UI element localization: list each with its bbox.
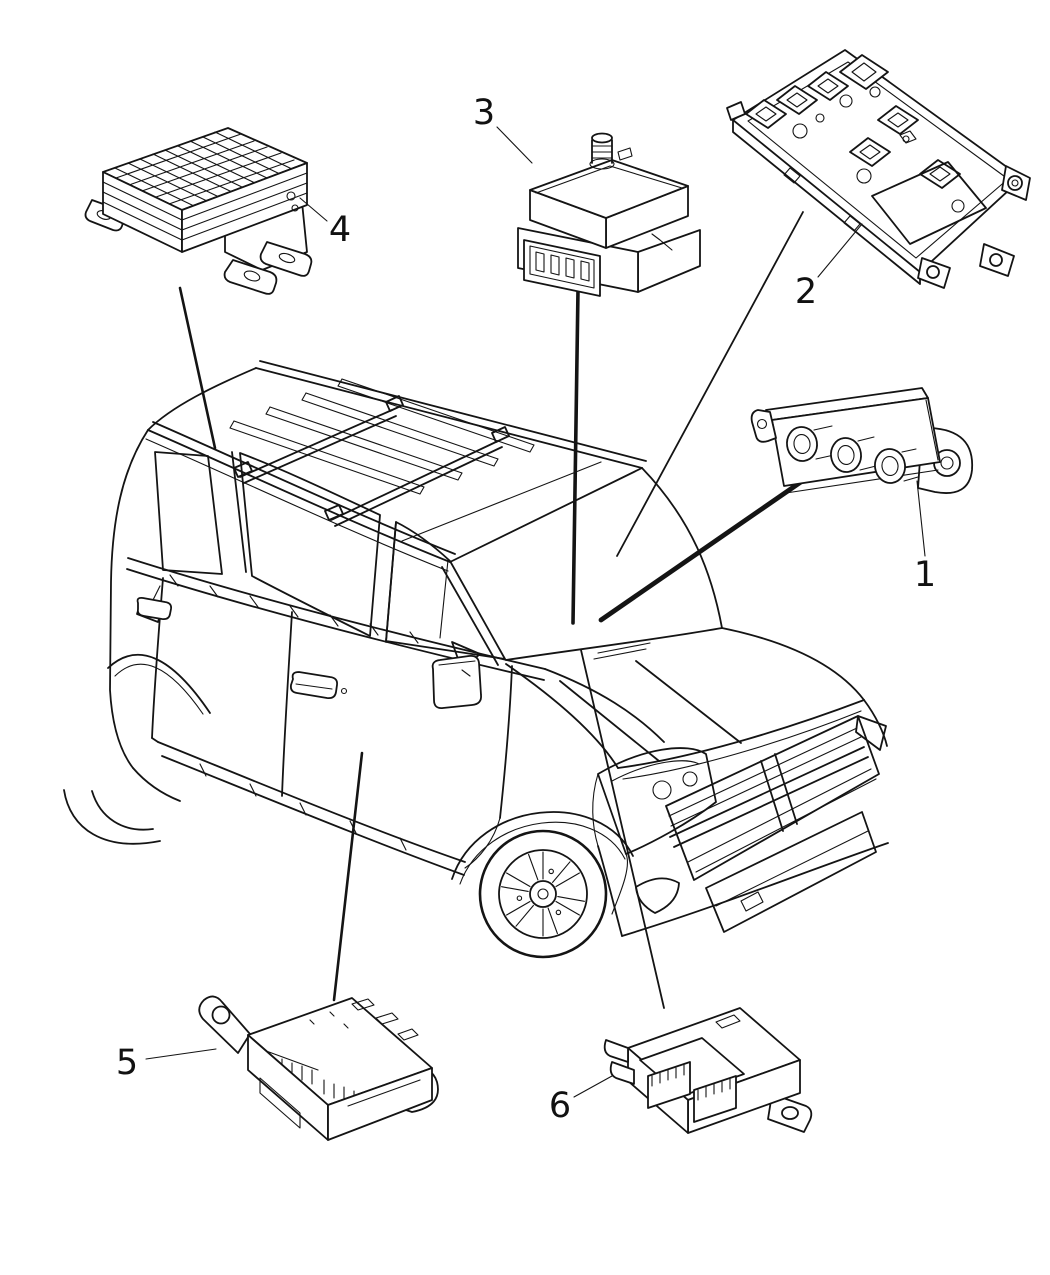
side-windows-and-pillars — [154, 451, 506, 666]
front-wheel — [451, 811, 634, 959]
module-3-illustration — [517, 132, 701, 297]
leader-line-5 — [332, 751, 364, 1002]
callout-pointer-1 — [916, 480, 926, 557]
front-door-handle — [289, 671, 339, 700]
leader-line-1 — [598, 463, 827, 623]
callout-label-2: 2 — [795, 272, 817, 312]
headlamps-and-bumper — [464, 699, 889, 937]
hood-and-windshield — [505, 467, 865, 780]
callout-labels: 1 2 3 4 5 6 — [116, 93, 936, 1126]
rear-wheel — [63, 653, 211, 845]
leader-line-4 — [178, 286, 217, 450]
leader-line-3 — [571, 288, 580, 625]
callout-label-1: 1 — [914, 555, 936, 595]
callout-pointer-4 — [299, 197, 328, 222]
callout-label-3: 3 — [473, 93, 495, 133]
vehicle-illustration — [63, 360, 889, 959]
module-6-illustration — [603, 1007, 813, 1134]
rear-door-handle — [136, 596, 173, 621]
callout-label-4: 4 — [329, 210, 351, 250]
side-mirror — [431, 641, 482, 709]
module-4-illustration — [84, 127, 313, 295]
callout-label-5: 5 — [116, 1043, 138, 1083]
barrel-connectors — [786, 425, 919, 484]
roof-and-roof-rack — [145, 360, 647, 572]
callout-pointer-5 — [145, 1048, 217, 1060]
module-1-illustration — [750, 387, 973, 494]
grille — [665, 715, 880, 881]
leader-lines — [178, 211, 827, 1009]
callout-label-6: 6 — [549, 1086, 571, 1126]
module-2-illustration — [726, 49, 1031, 289]
callout-pointer-3 — [496, 126, 533, 164]
leader-line-6 — [580, 649, 665, 1009]
module-5-illustration — [198, 995, 439, 1141]
doors-and-handles — [136, 577, 513, 819]
callout-pointer-2 — [817, 223, 863, 278]
rocker-panel — [151, 737, 466, 876]
callout-pointer-6 — [573, 1075, 613, 1098]
leader-line-2 — [616, 211, 804, 557]
